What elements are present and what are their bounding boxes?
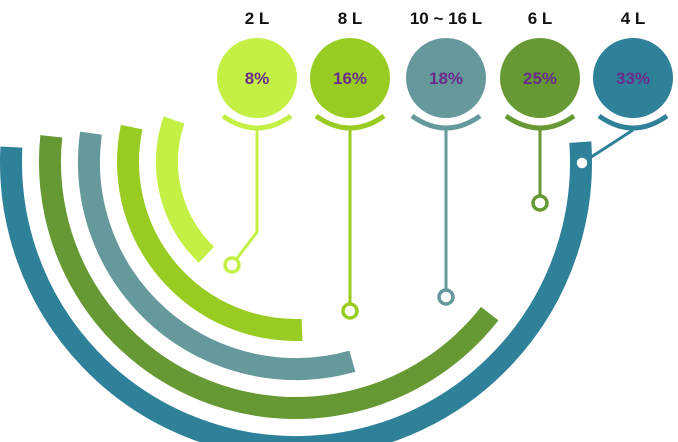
data-label: 8% bbox=[245, 69, 270, 88]
legend-cup-2 bbox=[410, 113, 482, 131]
legend-cup-0 bbox=[221, 113, 293, 131]
data-label: 33% bbox=[616, 69, 650, 88]
legend-cup-3 bbox=[504, 113, 576, 131]
arc-bar-4 bbox=[0, 141, 592, 442]
legend-bubble-2 bbox=[406, 38, 486, 118]
legend-bubble-4 bbox=[593, 38, 673, 118]
connector-node-2 bbox=[437, 288, 455, 306]
data-label: 16% bbox=[333, 69, 367, 88]
connector-node-3 bbox=[531, 194, 549, 212]
legend-category-label: 2 L bbox=[245, 9, 270, 28]
arc-group bbox=[0, 116, 592, 442]
legend-category-label: 4 L bbox=[621, 9, 646, 28]
legend-cup-1 bbox=[314, 113, 386, 131]
legend-category-label: 6 L bbox=[528, 9, 553, 28]
data-label: 25% bbox=[523, 69, 557, 88]
legend-category-label: 8 L bbox=[338, 9, 363, 28]
legend-cup-4 bbox=[597, 113, 669, 131]
connector-node-1 bbox=[341, 302, 359, 320]
arc-bar-1 bbox=[117, 124, 303, 341]
connector-line-4 bbox=[581, 128, 634, 165]
connector-group bbox=[223, 128, 634, 320]
data-label: 18% bbox=[429, 69, 463, 88]
connector-node-0 bbox=[223, 256, 241, 274]
legend-bubble-1 bbox=[310, 38, 390, 118]
arc-bar-0 bbox=[156, 116, 215, 263]
connector-node-4 bbox=[573, 154, 591, 172]
legend-bubble-0 bbox=[217, 38, 297, 118]
arc-bar-2 bbox=[78, 131, 356, 381]
legend-category-label: 10 ~ 16 L bbox=[410, 9, 482, 28]
arc-bar-3 bbox=[38, 135, 499, 419]
legend-bubble-3 bbox=[500, 38, 580, 118]
connector-line-0 bbox=[230, 130, 259, 266]
legend-group: 2 L 8% 8 L 16% 10 ~ 16 L 18% 6 L 25% 4 L 33% bbox=[217, 9, 673, 131]
